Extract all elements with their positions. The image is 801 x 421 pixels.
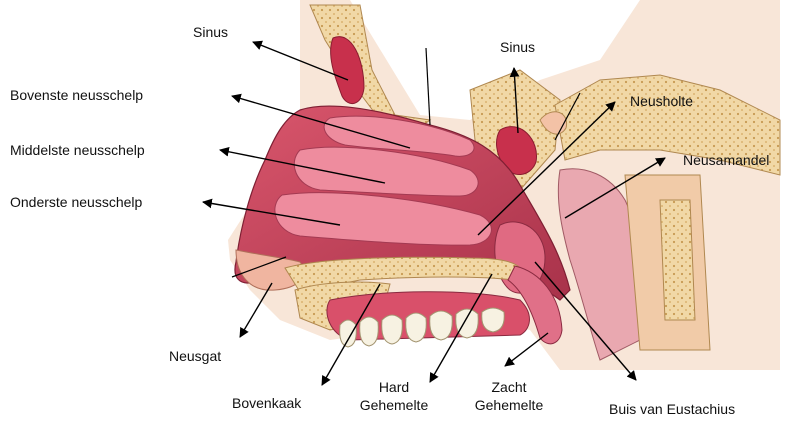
label-hard-line1: Hard bbox=[347, 378, 441, 396]
label-zacht-gehemelte: Zacht Gehemelte bbox=[462, 378, 556, 414]
label-bovenste-neusschelp: Bovenste neusschelp bbox=[10, 86, 143, 104]
label-sinus-left: Sinus bbox=[193, 23, 228, 41]
label-neusamandel: Neusamandel bbox=[683, 151, 769, 169]
label-zacht-line2: Gehemelte bbox=[462, 396, 556, 414]
label-neusholte: Neusholte bbox=[630, 92, 693, 110]
label-middelste-neusschelp: Middelste neusschelp bbox=[10, 141, 145, 159]
vertebra-strip bbox=[660, 200, 695, 320]
label-onderste-neusschelp: Onderste neusschelp bbox=[10, 193, 142, 211]
label-buis-van-eustachius: Buis van Eustachius bbox=[609, 400, 735, 418]
label-hard-gehemelte: Hard Gehemelte bbox=[347, 378, 441, 414]
label-hard-line2: Gehemelte bbox=[347, 396, 441, 414]
arrow-zacht-gehemelte bbox=[505, 333, 548, 366]
label-sinus-right: Sinus bbox=[500, 38, 535, 56]
label-zacht-line1: Zacht bbox=[462, 378, 556, 396]
label-bovenkaak: Bovenkaak bbox=[232, 394, 301, 412]
label-neusgat: Neusgat bbox=[169, 347, 221, 365]
